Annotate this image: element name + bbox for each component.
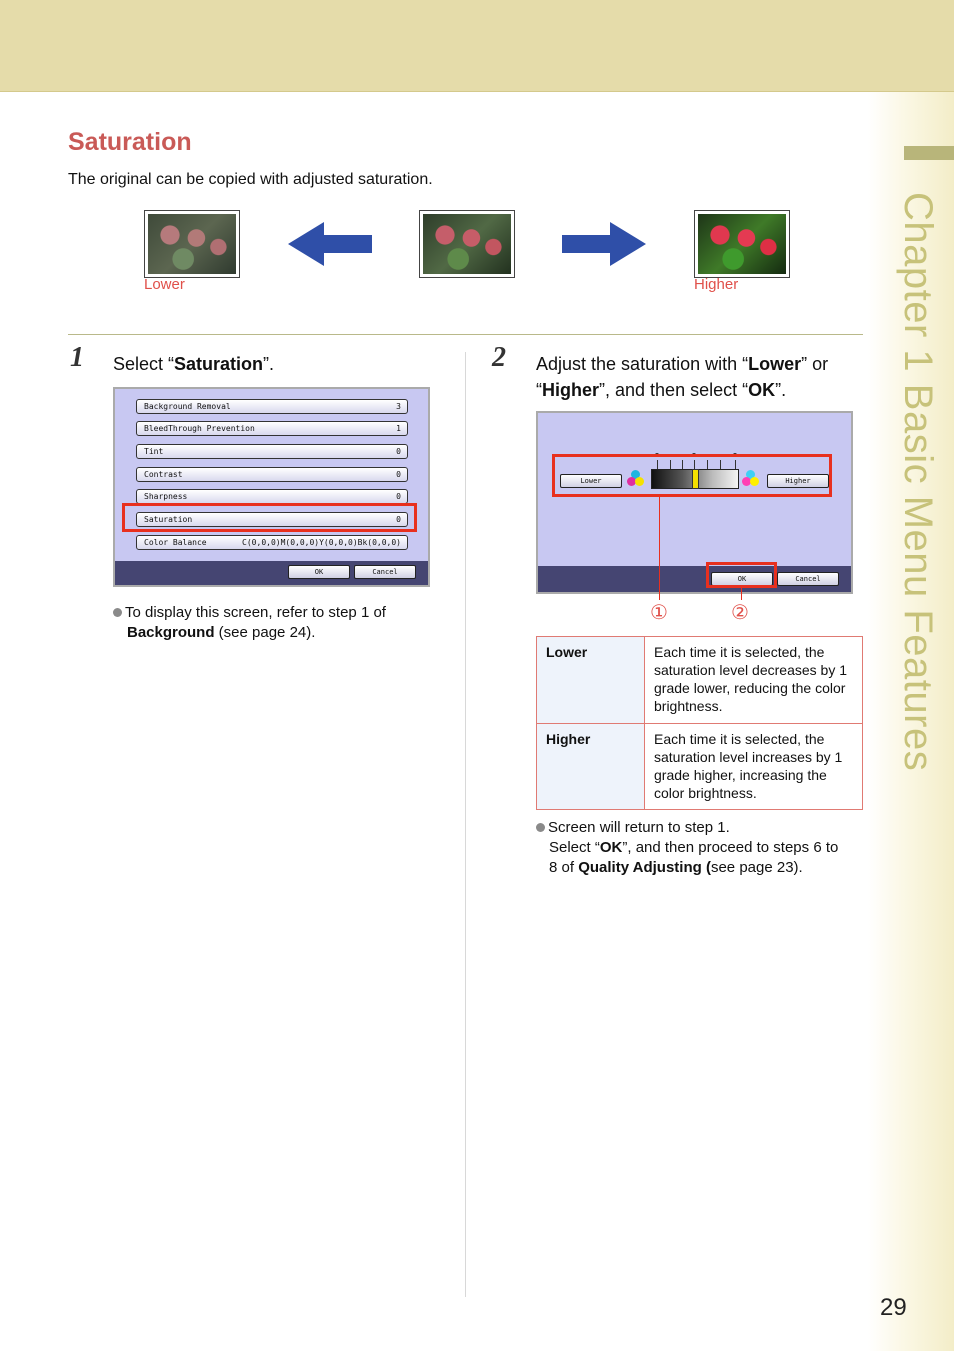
gauge-tick	[720, 460, 721, 469]
gauge-tick	[735, 460, 736, 469]
flower-image-higher	[698, 214, 786, 274]
highlight-saturation	[122, 503, 417, 532]
step-1-instruction: Select “Saturation”.	[113, 354, 275, 374]
gauge-tick	[682, 460, 683, 469]
gauge-tick	[694, 460, 695, 469]
cancel-button[interactable]: Cancel	[777, 572, 839, 586]
step-1-note: To display this screen, refer to step 1 …	[113, 603, 433, 643]
highlight-lower-higher	[552, 454, 832, 497]
gauge-tick	[670, 460, 671, 469]
gauge-tick	[657, 460, 658, 469]
thumb-lower	[144, 210, 240, 278]
cancel-button[interactable]: Cancel	[354, 565, 416, 579]
arrow-left-icon	[288, 222, 372, 266]
callout-2: ②	[731, 602, 749, 624]
description-table: Lower Each time it is selected, the satu…	[536, 636, 863, 810]
section-title: Saturation	[68, 128, 192, 156]
bullet-icon	[113, 608, 122, 617]
chapter-label: Chapter 1 Basic Menu Features	[895, 192, 954, 792]
screen-saturation: Lower Higher OK Cancel	[536, 411, 853, 594]
chapter-tab-marker	[904, 146, 954, 160]
callout-line-1	[659, 497, 660, 600]
label-lower: Lower	[144, 276, 185, 293]
saturation-gauge	[651, 469, 739, 489]
arrow-right-icon	[562, 222, 646, 266]
term-higher: Higher	[536, 723, 645, 810]
step-2-number: 2	[492, 342, 506, 373]
bullet-icon	[536, 823, 545, 832]
flower-image-lower	[148, 214, 236, 274]
label-higher: Higher	[694, 276, 739, 293]
table-row: Lower Each time it is selected, the satu…	[536, 636, 863, 724]
chapter-sidebar	[868, 92, 954, 1351]
thumb-original	[419, 210, 515, 278]
thumb-higher	[694, 210, 790, 278]
section-intro: The original can be copied with adjusted…	[68, 171, 433, 188]
lower-button[interactable]: Lower	[560, 474, 622, 488]
color-dots-icon	[742, 470, 760, 488]
higher-button[interactable]: Higher	[767, 474, 829, 488]
highlight-ok	[706, 562, 777, 588]
ok-button[interactable]: OK	[288, 565, 350, 579]
desc-higher: Each time it is selected, the saturation…	[644, 723, 863, 810]
flower-image-original	[423, 214, 511, 274]
color-dots-icon	[627, 470, 645, 488]
term-lower: Lower	[536, 636, 645, 724]
gauge-tick	[707, 460, 708, 469]
page-number: 29	[880, 1294, 907, 1321]
gauge-indicator	[692, 469, 699, 489]
chapter-label-text: Chapter 1 Basic Menu Features	[896, 192, 940, 772]
step-2-instruction: Adjust the saturation with “Lower” or“Hi…	[536, 354, 829, 400]
table-row: Higher Each time it is selected, the sat…	[536, 723, 863, 810]
divider	[68, 334, 863, 335]
top-band	[0, 0, 954, 92]
step-1-number: 1	[70, 342, 84, 373]
column-divider	[465, 352, 466, 1297]
desc-lower: Each time it is selected, the saturation…	[644, 636, 863, 724]
callout-1: ①	[650, 602, 668, 624]
step-2-note: Screen will return to step 1.Select “OK”…	[536, 818, 866, 878]
callout-line-2	[741, 588, 742, 600]
